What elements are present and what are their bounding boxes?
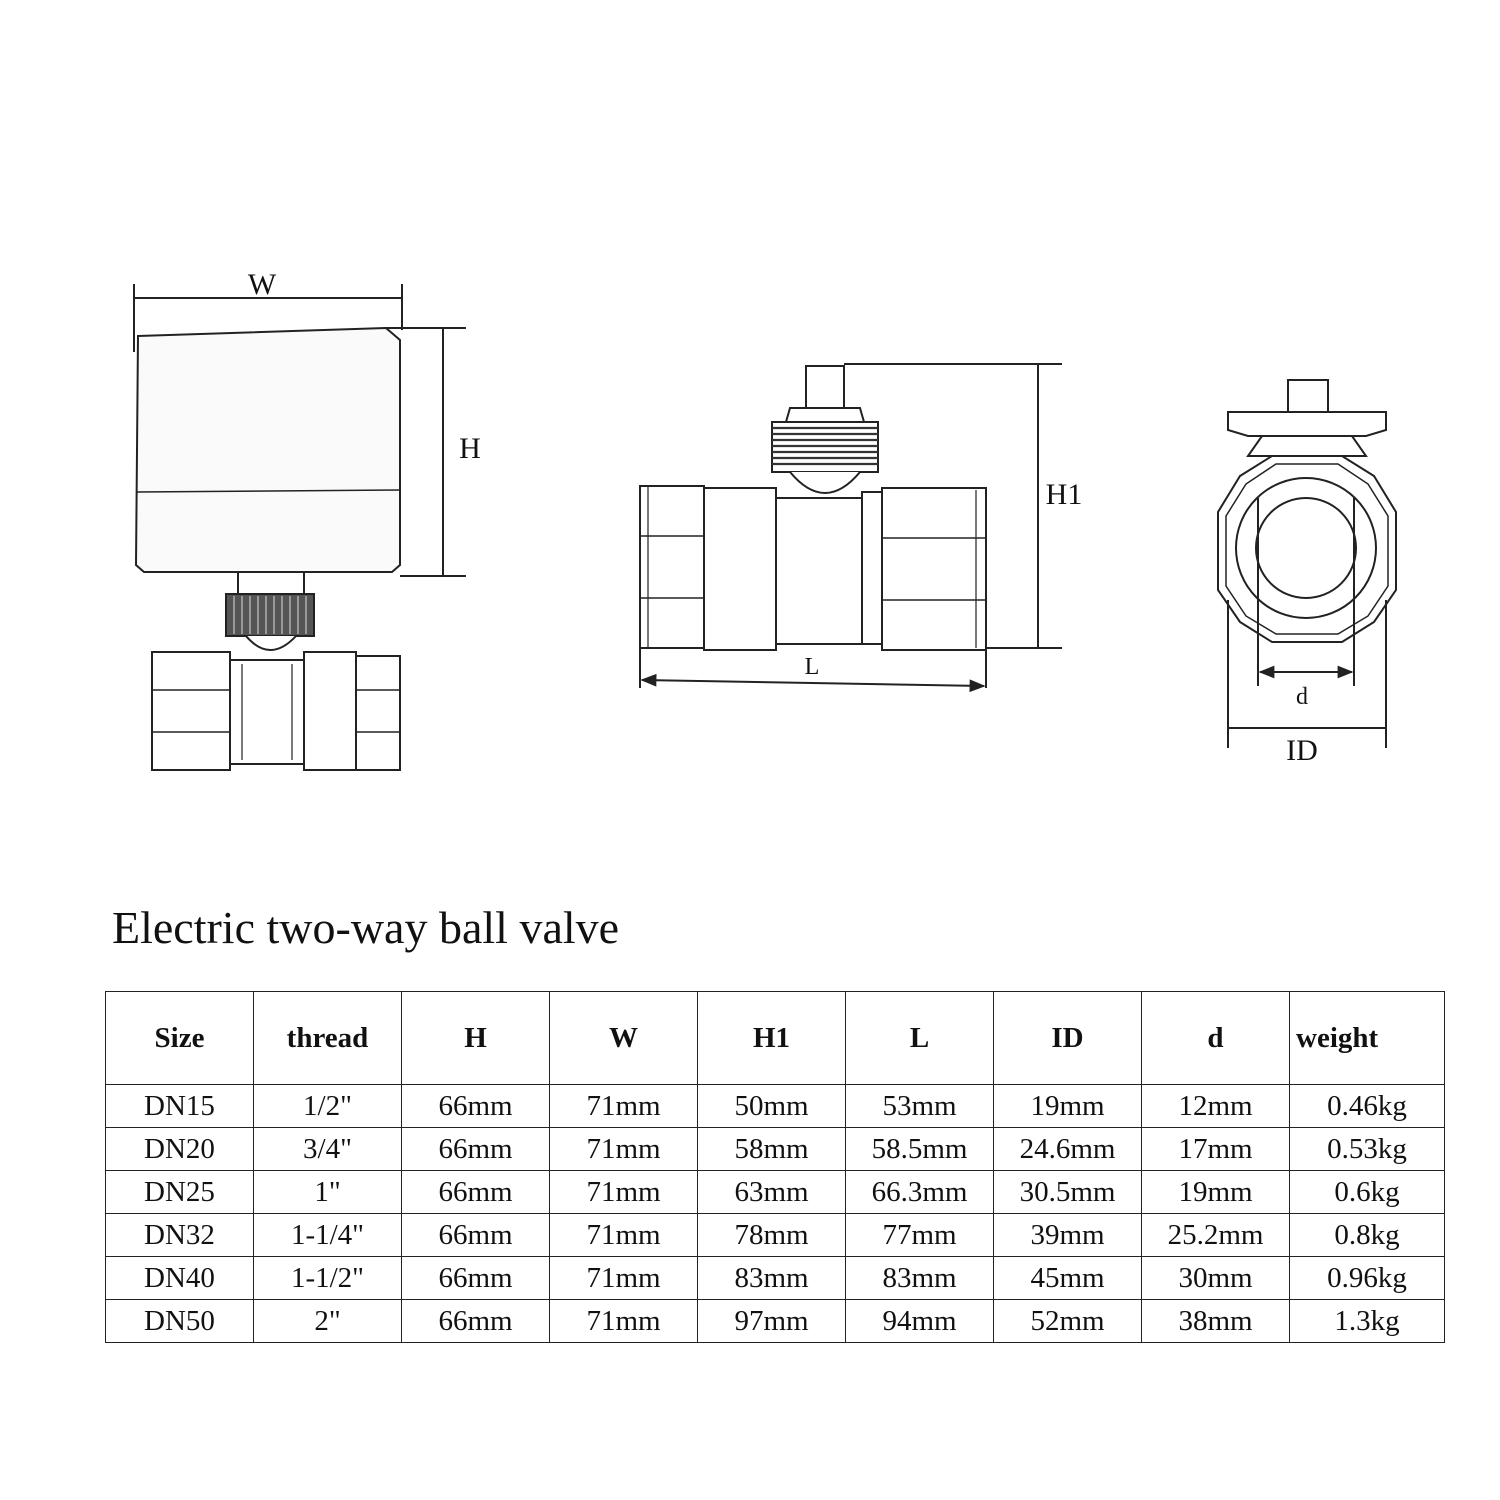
table-cell: 30mm bbox=[1141, 1256, 1290, 1300]
page-title: Electric two-way ball valve bbox=[112, 902, 620, 953]
table-cell: 83mm bbox=[845, 1256, 994, 1300]
table-row: DN25 1" 66mm 71mm 63mm 66.3mm 30.5mm 19m… bbox=[105, 1170, 1445, 1214]
table-row: DN15 1/2" 66mm 71mm 50mm 53mm 19mm 12mm … bbox=[105, 1084, 1445, 1128]
end-view bbox=[1217, 379, 1397, 748]
label-h: H bbox=[459, 432, 481, 465]
header-weight: weight bbox=[1289, 991, 1445, 1085]
table-cell: 71mm bbox=[549, 1256, 698, 1300]
side-view bbox=[639, 363, 1062, 693]
table-cell: DN20 bbox=[105, 1127, 254, 1171]
table-cell: 2" bbox=[253, 1299, 402, 1343]
table-cell: 0.96kg bbox=[1289, 1256, 1445, 1300]
table-cell: 97mm bbox=[697, 1299, 846, 1343]
label-l: L bbox=[805, 654, 820, 680]
header-id: ID bbox=[993, 991, 1142, 1085]
table-cell: 66.3mm bbox=[845, 1170, 994, 1214]
table-cell: 0.8kg bbox=[1289, 1213, 1445, 1257]
table-row: DN40 1-1/2" 66mm 71mm 83mm 83mm 45mm 30m… bbox=[105, 1256, 1445, 1300]
table-row: DN20 3/4" 66mm 71mm 58mm 58.5mm 24.6mm 1… bbox=[105, 1127, 1445, 1171]
table-cell: 45mm bbox=[993, 1256, 1142, 1300]
table-cell: 25.2mm bbox=[1141, 1213, 1290, 1257]
header-size: Size bbox=[105, 991, 254, 1085]
table-cell: 71mm bbox=[549, 1299, 698, 1343]
table-cell: 94mm bbox=[845, 1299, 994, 1343]
table-cell: 66mm bbox=[401, 1084, 550, 1128]
table-cell: DN25 bbox=[105, 1170, 254, 1214]
table-cell: 50mm bbox=[697, 1084, 846, 1128]
table-cell: 1/2" bbox=[253, 1084, 402, 1128]
spec-table: Size thread H W H1 L ID d weight DN15 1/… bbox=[105, 991, 1445, 1343]
table-cell: 19mm bbox=[993, 1084, 1142, 1128]
table-cell: 58mm bbox=[697, 1127, 846, 1171]
header-d: d bbox=[1141, 991, 1290, 1085]
table-cell: 1-1/2" bbox=[253, 1256, 402, 1300]
label-w: W bbox=[248, 268, 277, 301]
table-cell: 83mm bbox=[697, 1256, 846, 1300]
table-cell: 66mm bbox=[401, 1127, 550, 1171]
table-cell: 30.5mm bbox=[993, 1170, 1142, 1214]
table-cell: 71mm bbox=[549, 1084, 698, 1128]
table-cell: 1-1/4" bbox=[253, 1213, 402, 1257]
label-h1: H1 bbox=[1046, 478, 1083, 511]
header-h: H bbox=[401, 991, 550, 1085]
table-cell: 78mm bbox=[697, 1213, 846, 1257]
table-cell: 0.6kg bbox=[1289, 1170, 1445, 1214]
label-d: d bbox=[1296, 684, 1308, 710]
table-cell: 38mm bbox=[1141, 1299, 1290, 1343]
table-cell: 66mm bbox=[401, 1170, 550, 1214]
table-cell: 39mm bbox=[993, 1213, 1142, 1257]
table-cell: 0.53kg bbox=[1289, 1127, 1445, 1171]
table-cell: DN40 bbox=[105, 1256, 254, 1300]
front-view bbox=[133, 284, 466, 771]
table-cell: 66mm bbox=[401, 1299, 550, 1343]
table-cell: 1" bbox=[253, 1170, 402, 1214]
table-cell: 24.6mm bbox=[993, 1127, 1142, 1171]
table-cell: 3/4" bbox=[253, 1127, 402, 1171]
table-cell: 52mm bbox=[993, 1299, 1142, 1343]
table-cell: DN32 bbox=[105, 1213, 254, 1257]
table-row: DN32 1-1/4" 66mm 71mm 78mm 77mm 39mm 25.… bbox=[105, 1213, 1445, 1257]
header-thread: thread bbox=[253, 991, 402, 1085]
table-header-row: Size thread H W H1 L ID d weight bbox=[105, 991, 1445, 1085]
table-cell: 63mm bbox=[697, 1170, 846, 1214]
header-h1: H1 bbox=[697, 991, 846, 1085]
table-cell: 66mm bbox=[401, 1256, 550, 1300]
label-id: ID bbox=[1286, 734, 1318, 767]
table-cell: 12mm bbox=[1141, 1084, 1290, 1128]
table-cell: 71mm bbox=[549, 1127, 698, 1171]
table-row: DN50 2" 66mm 71mm 97mm 94mm 52mm 38mm 1.… bbox=[105, 1299, 1445, 1343]
table-cell: DN15 bbox=[105, 1084, 254, 1128]
table-cell: 66mm bbox=[401, 1213, 550, 1257]
table-cell: 0.46kg bbox=[1289, 1084, 1445, 1128]
table-cell: 1.3kg bbox=[1289, 1299, 1445, 1343]
table-cell: 53mm bbox=[845, 1084, 994, 1128]
table-cell: 71mm bbox=[549, 1170, 698, 1214]
table-cell: 19mm bbox=[1141, 1170, 1290, 1214]
length-dimension-line bbox=[640, 673, 986, 693]
table-cell: 77mm bbox=[845, 1213, 994, 1257]
table-cell: 58.5mm bbox=[845, 1127, 994, 1171]
table-cell: DN50 bbox=[105, 1299, 254, 1343]
header-w: W bbox=[549, 991, 698, 1085]
table-cell: 17mm bbox=[1141, 1127, 1290, 1171]
table-cell: 71mm bbox=[549, 1213, 698, 1257]
valve-dimension-drawing: W H H1 L bbox=[133, 268, 1397, 771]
header-l: L bbox=[845, 991, 994, 1085]
